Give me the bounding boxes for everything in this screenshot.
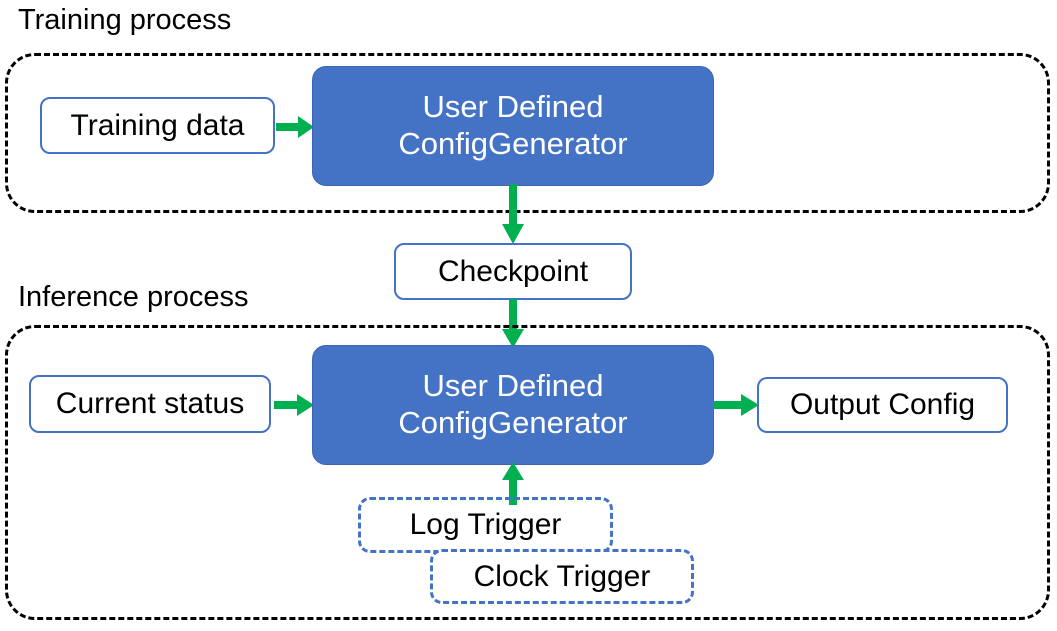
inference-config-generator-box[interactable]: User Defined ConfigGenerator xyxy=(312,345,714,465)
log-trigger-box[interactable]: Log Trigger xyxy=(358,497,613,553)
inference-config-generator-line2: ConfigGenerator xyxy=(398,405,628,440)
training-process-caption: Training process xyxy=(18,4,232,36)
inference-process-container xyxy=(5,325,1050,620)
training-process-container xyxy=(5,53,1050,213)
output-config-box[interactable]: Output Config xyxy=(757,377,1008,433)
current-status-box[interactable]: Current status xyxy=(29,375,271,433)
inference-process-caption: Inference process xyxy=(18,281,249,313)
training-config-generator-box[interactable]: User Defined ConfigGenerator xyxy=(312,66,714,186)
training-config-generator-line2: ConfigGenerator xyxy=(398,126,628,161)
inference-config-generator-line1: User Defined xyxy=(422,368,604,404)
checkpoint-box[interactable]: Checkpoint xyxy=(394,243,632,300)
clock-trigger-box[interactable]: Clock Trigger xyxy=(430,549,694,604)
training-data-box[interactable]: Training data xyxy=(40,97,275,154)
training-config-generator-line1: User Defined xyxy=(422,89,604,125)
